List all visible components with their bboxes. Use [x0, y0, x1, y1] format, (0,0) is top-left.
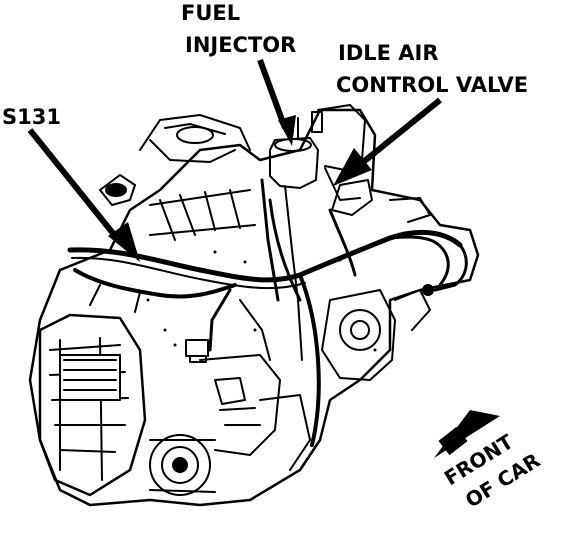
- front-of-car-arrow: [434, 410, 500, 458]
- idle-air-control-valve-label: IDLE AIR CONTROL VALVE: [336, 41, 528, 97]
- fuel-injector-label-line1: FUEL: [181, 1, 240, 25]
- fuel-injector-label: FUEL INJECTOR: [181, 1, 296, 57]
- engine-illustration: [28, 104, 480, 507]
- idle-air-control-valve-arrow: [333, 97, 442, 186]
- fuel-injector-label-line2: INJECTOR: [185, 33, 296, 57]
- idle-air-label-line1: IDLE AIR: [338, 41, 439, 65]
- s131-arrow: [27, 128, 140, 262]
- splice-s131-label: S131: [2, 105, 61, 129]
- idle-air-label-line2: CONTROL VALVE: [336, 73, 528, 97]
